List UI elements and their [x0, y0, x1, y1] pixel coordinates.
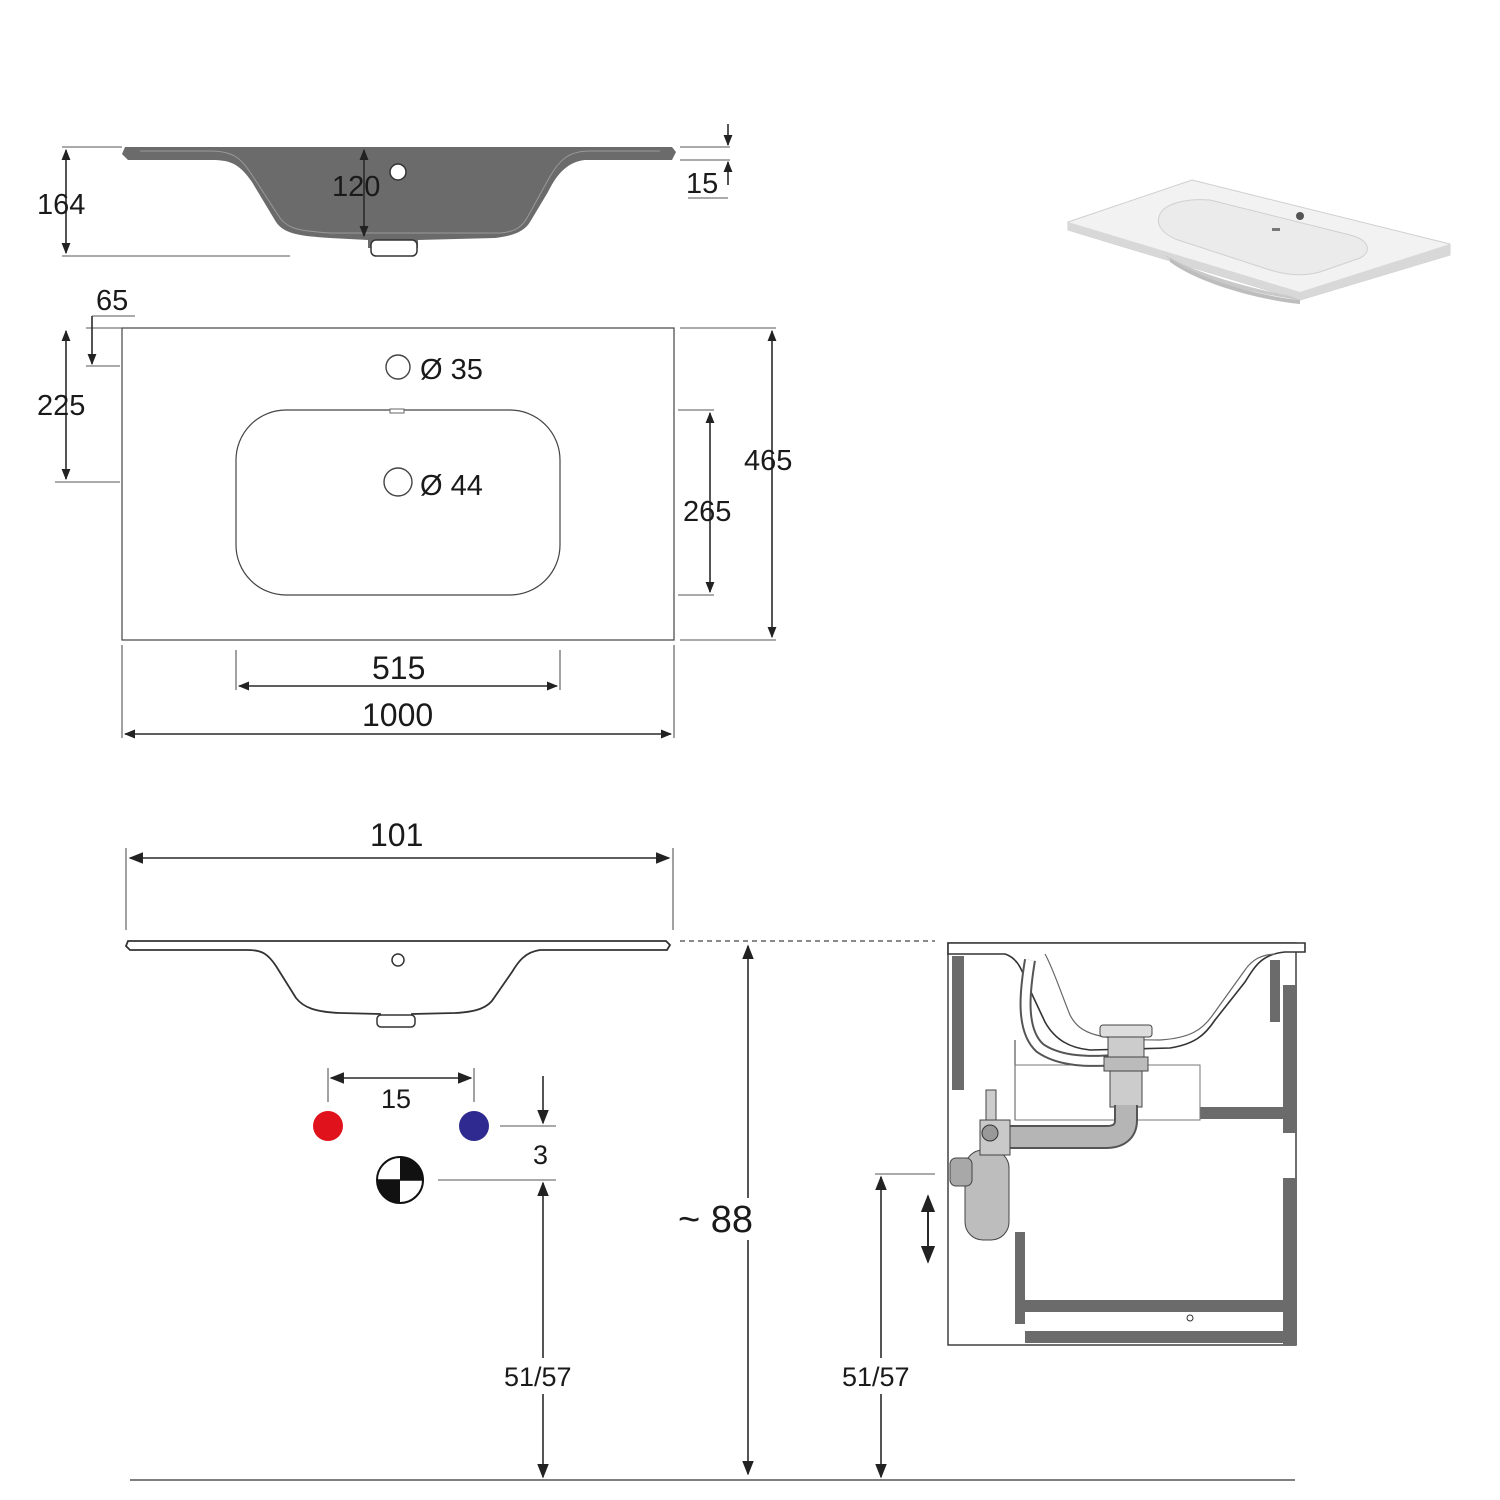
- drain-hole-icon: [383, 467, 413, 497]
- section-view: 164 120 15: [37, 124, 733, 257]
- basin-outline: [235, 409, 561, 596]
- overflow-hole: [389, 163, 407, 181]
- installation-front-view: 101 15 3 51/57 ~ 88: [124, 817, 935, 1479]
- rim-15-label: 15: [686, 168, 718, 200]
- sink-product-image: [1067, 179, 1451, 304]
- basin-depth-120-label: 120: [332, 171, 380, 203]
- height-164-label: 164: [37, 189, 85, 221]
- cold-water-valve-icon: [459, 1111, 489, 1141]
- drain-height-front-label: 51/57: [504, 1362, 572, 1392]
- basin-width-515-label: 515: [372, 650, 425, 686]
- sink-section-profile: [122, 147, 676, 248]
- valve-drop-3-label: 3: [533, 1140, 548, 1170]
- total-height-88-label: ~ 88: [678, 1199, 753, 1241]
- tap-hole-label: Ø 35: [420, 354, 483, 386]
- hot-water-valve-icon: [313, 1111, 343, 1141]
- basin-depth-265-label: 265: [683, 496, 731, 528]
- drain-height-side-label: 51/57: [842, 1362, 910, 1392]
- width-101-label: 101: [370, 817, 423, 853]
- top-view: Ø 35 Ø 44 65 225 265 465 515 1000: [37, 285, 792, 739]
- valve-spacing-15-label: 15: [381, 1084, 411, 1114]
- total-width-1000-label: 1000: [362, 697, 433, 733]
- drain-hole-label: Ø 44: [420, 470, 483, 502]
- installation-side-view: 51/57: [838, 942, 1306, 1479]
- tap-offset-65-label: 65: [96, 285, 128, 317]
- total-depth-465-label: 465: [744, 445, 792, 477]
- sink-front-profile: [124, 940, 672, 1021]
- tap-hole-icon: [385, 354, 411, 380]
- drain-offset-225-label: 225: [37, 390, 85, 422]
- drain-symbol-icon: [376, 1156, 424, 1204]
